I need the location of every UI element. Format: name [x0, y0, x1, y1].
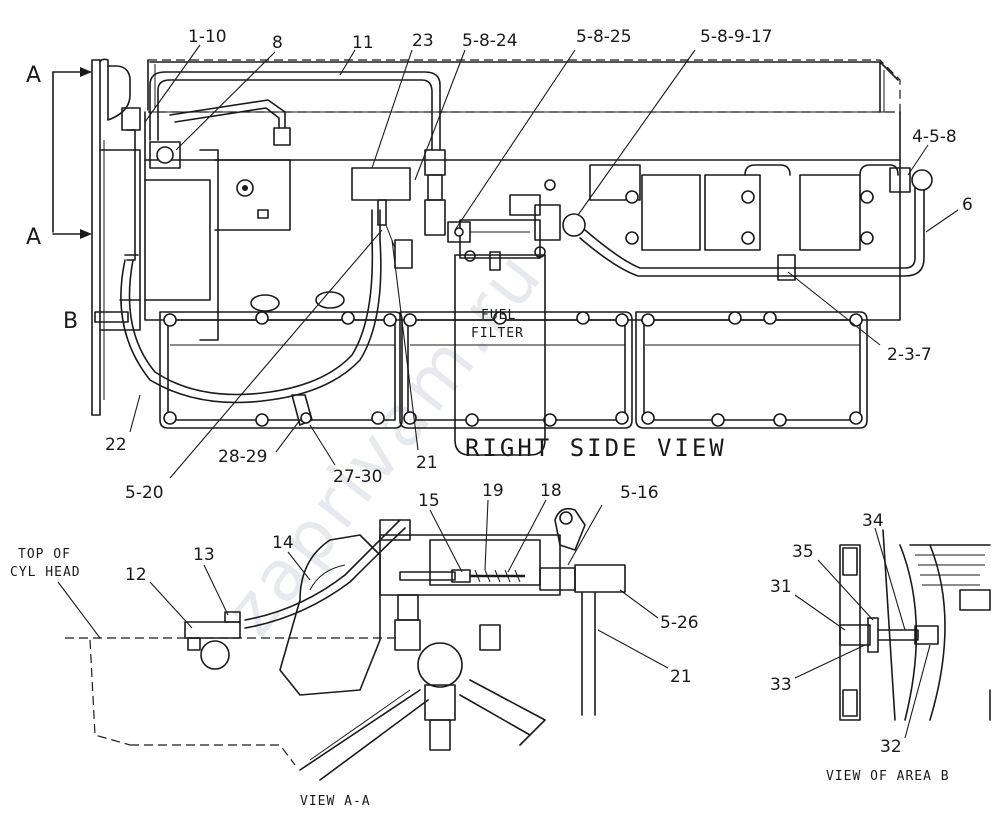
callout-5-8-9-17: 5-8-9-17 — [700, 27, 772, 47]
callout-5-26: 5-26 — [660, 613, 699, 633]
callout-21-section: 21 — [670, 667, 692, 687]
callout-2-3-7: 2-3-7 — [887, 345, 932, 365]
view-a-a-title: VIEW A-A — [300, 794, 371, 809]
callout-18: 18 — [540, 481, 562, 501]
view-a-a-callouts: 12 13 14 15 19 18 5-16 5-26 21 — [125, 481, 699, 687]
callout-33: 33 — [770, 675, 792, 695]
callout-14: 14 — [272, 533, 294, 553]
callout-6: 6 — [962, 195, 973, 215]
view-of-area-b-title: VIEW OF AREA B — [826, 769, 950, 784]
right-side-view: FUEL FILTER — [26, 58, 933, 462]
main-view-callouts: 1-10 8 11 23 5-8-24 5-8-25 5-8-9-17 4-5-… — [105, 27, 973, 503]
view-of-area-b-callouts: 34 35 31 33 32 — [770, 511, 902, 757]
view-of-area-b-leaders — [794, 527, 931, 739]
top-of-cyl-head-label-line2: CYL HEAD — [10, 565, 81, 580]
right-side-view-title: RIGHT SIDE VIEW — [465, 434, 727, 462]
callout-5-8-24: 5-8-24 — [462, 31, 518, 51]
callout-5-20: 5-20 — [125, 483, 164, 503]
callout-28-29: 28-29 — [218, 447, 267, 467]
section-a-bottom-marker: A — [26, 225, 41, 250]
callout-11: 11 — [352, 33, 374, 53]
view-of-area-b: VIEW OF AREA B — [826, 529, 991, 784]
view-a-a-leaders — [57, 499, 669, 669]
callout-32: 32 — [880, 737, 902, 757]
callout-5-16: 5-16 — [620, 483, 659, 503]
callout-35: 35 — [792, 542, 814, 562]
area-b-marker: B — [63, 309, 78, 334]
callout-34: 34 — [862, 511, 884, 531]
callout-22: 22 — [105, 435, 127, 455]
callout-8: 8 — [272, 33, 283, 53]
callout-21-main: 21 — [416, 453, 438, 473]
callout-1-10: 1-10 — [188, 27, 227, 47]
fuel-filter-label-line1: FUEL — [481, 308, 516, 323]
callout-31: 31 — [770, 577, 792, 597]
callout-27-30: 27-30 — [333, 467, 382, 487]
main-view-leaders — [129, 44, 959, 479]
view-a-a: TOP OF CYL HEAD VIEW A-A — [10, 507, 626, 809]
callout-23: 23 — [412, 31, 434, 51]
section-a-top-marker: A — [26, 63, 41, 88]
callout-15: 15 — [418, 491, 440, 511]
callout-19: 19 — [482, 481, 504, 501]
callout-12: 12 — [125, 565, 147, 585]
callout-13: 13 — [193, 545, 215, 565]
callout-4-5-8: 4-5-8 — [912, 127, 957, 147]
callout-5-8-25: 5-8-25 — [576, 27, 632, 47]
fuel-filter-label-line2: FILTER — [471, 326, 524, 341]
top-of-cyl-head-label-line1: TOP OF — [18, 547, 71, 562]
